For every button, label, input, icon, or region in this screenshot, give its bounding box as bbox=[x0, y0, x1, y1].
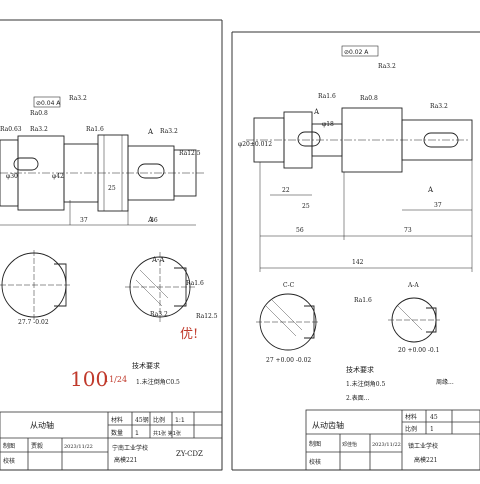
section-dimension: 20 +0.00 -0.1 bbox=[398, 347, 439, 354]
section-marker: A bbox=[313, 108, 320, 116]
class-name: 高模221 bbox=[414, 456, 437, 464]
dimension-label: φ30 bbox=[6, 173, 18, 180]
material-label: 材料 bbox=[405, 413, 417, 421]
sheet-count: 共1张 第1张 bbox=[153, 430, 181, 437]
scale-label: 比例 bbox=[153, 416, 165, 424]
drawing-date: 2023/11/22 bbox=[372, 442, 401, 448]
material-value: 45 bbox=[430, 414, 438, 421]
material-label: 材料 bbox=[111, 416, 123, 424]
roughness-label: Ra3.2 bbox=[160, 128, 178, 135]
roughness-label: Ra1.6 bbox=[318, 93, 336, 100]
section-view-cc bbox=[256, 293, 320, 351]
tolerance-text: ⊘0.02 A bbox=[344, 49, 369, 56]
roughness-labels: Ra3.2 Ra0.8 Ra1.6 Ra3.2 Ra1.6 bbox=[318, 63, 448, 304]
roughness-label: Ra3.2 bbox=[150, 311, 168, 318]
section-view-left bbox=[0, 250, 70, 320]
class-name: 高模221 bbox=[114, 456, 137, 464]
grade-date: 11/24 bbox=[104, 375, 127, 384]
dimension-label: 25 bbox=[302, 203, 310, 210]
dimension-labels: φ20±0.012 φ18 22 25 56 73 37 142 bbox=[238, 121, 442, 266]
dimension-label: 73 bbox=[404, 227, 412, 234]
roughness-label: Ra0.63 bbox=[0, 126, 22, 133]
roughness-label: Ra3.2 bbox=[30, 126, 48, 133]
checker-label: 校核 bbox=[3, 457, 15, 465]
checker-label: 校核 bbox=[309, 458, 321, 466]
tech-req-title: 技术要求 bbox=[132, 361, 160, 370]
grade-comment: 优! bbox=[180, 327, 198, 342]
section-dimension: 27 +0.00 -0.02 bbox=[266, 357, 311, 364]
roughness-label: Ra12.5 bbox=[196, 313, 218, 320]
tech-req-item: 2.表面... bbox=[346, 394, 370, 402]
dimension-label: 37 bbox=[80, 217, 88, 224]
shaft-main-view bbox=[0, 134, 205, 226]
school-name: 宁南工业学校 bbox=[112, 444, 148, 452]
part-name: 从动轴 bbox=[30, 420, 54, 430]
section-marker: A bbox=[147, 128, 154, 136]
scale-label: 比例 bbox=[405, 425, 417, 433]
section-marker: A bbox=[147, 216, 154, 224]
part-name: 从动齿轴 bbox=[312, 420, 344, 430]
tolerance-text: ⊘0.04 A bbox=[36, 100, 61, 107]
drawer-name: 贾毅 bbox=[31, 442, 43, 450]
section-view-aa bbox=[388, 297, 440, 343]
title-block-left: 从动轴 材料 45钢 比例 1:1 数量 1 共1张 第1张 制图 贾毅 202… bbox=[0, 411, 223, 471]
dimension-label: 36 bbox=[150, 217, 158, 224]
dimension-label: φ42 bbox=[52, 173, 64, 180]
roughness-label: Ra1.6 bbox=[186, 280, 204, 287]
dimension-label: 56 bbox=[296, 227, 304, 234]
section-view-title: A-A bbox=[407, 282, 419, 289]
drawer-label: 制图 bbox=[309, 440, 321, 448]
dimension-labels: φ30 φ42 37 36 25 bbox=[6, 173, 158, 224]
roughness-labels: Ra3.2 Ra0.8 Ra0.63 Ra1.6 Ra3.2 Ra12.5 Ra… bbox=[0, 95, 218, 320]
dimension-label: 25 bbox=[108, 185, 116, 192]
section-view-right bbox=[125, 252, 195, 322]
scale-value: 1 bbox=[430, 426, 434, 433]
qty-label: 数量 bbox=[111, 429, 123, 437]
roughness-label: Ra1.6 bbox=[354, 297, 372, 304]
drawer-label: 制图 bbox=[3, 442, 15, 450]
section-view-title: A-A bbox=[151, 256, 165, 264]
tech-req-title: 技术要求 bbox=[346, 365, 374, 374]
roughness-label: Ra0.8 bbox=[30, 110, 48, 117]
section-dimension: 27.7 -0.02 bbox=[18, 319, 49, 326]
roughness-label: Ra3.2 bbox=[378, 63, 396, 70]
roughness-label: Ra3.2 bbox=[69, 95, 87, 102]
drawer-name: 邓佳怡 bbox=[342, 441, 357, 448]
title-block-right: 从动齿轴 材料 45 比例 1 制图 邓佳怡 2023/11/22 校核 镇工业… bbox=[305, 409, 480, 471]
grade-score: 100 bbox=[70, 367, 108, 391]
dimension-label: 37 bbox=[434, 202, 442, 209]
tech-req-item: 1.未注倒角C0.5 bbox=[136, 378, 180, 386]
roughness-label: Ra12.5 bbox=[179, 150, 201, 157]
material-value: 45钢 bbox=[135, 416, 149, 424]
dimension-label: φ20±0.012 bbox=[238, 141, 272, 148]
drawing-number: ZY-CDZ bbox=[176, 450, 203, 458]
gear-shaft-main-view bbox=[246, 107, 473, 272]
scale-value: 1:1 bbox=[175, 417, 185, 424]
drawing-date: 2023/11/22 bbox=[64, 444, 93, 450]
section-view-title: C-C bbox=[283, 282, 295, 289]
dimension-label: φ18 bbox=[322, 121, 334, 128]
tolerance-frame: ⊘0.04 A bbox=[33, 96, 61, 108]
qty-value: 1 bbox=[135, 430, 139, 437]
tolerance-frame: ⊘0.02 A bbox=[341, 45, 379, 57]
left-sheet-svg: ⊘0.04 A Ra3.2 Ra0.8 Ra0.63 Ra1.6 Ra3.2 R… bbox=[0, 19, 223, 471]
section-marker: A bbox=[427, 186, 434, 194]
side-note: 周缘... bbox=[436, 378, 454, 386]
dimension-label: 22 bbox=[282, 187, 290, 194]
roughness-label: Ra0.8 bbox=[360, 95, 378, 102]
dimension-label: 142 bbox=[352, 259, 364, 266]
roughness-label: Ra1.6 bbox=[86, 126, 104, 133]
tech-req-item: 1.未注倒角0.5 bbox=[346, 380, 385, 388]
school-name: 镇工业学校 bbox=[408, 442, 438, 450]
roughness-label: Ra3.2 bbox=[430, 103, 448, 110]
